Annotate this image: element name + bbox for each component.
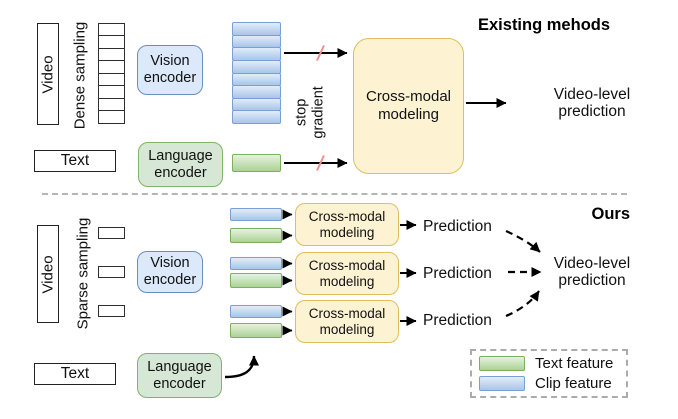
video-level-prediction-top: Video-level prediction — [553, 86, 631, 121]
prediction-label-3: Prediction — [423, 312, 492, 329]
language-encoder-top: Language encoder — [138, 142, 223, 187]
clip-feature-bar — [232, 47, 281, 61]
ours-title: Ours — [591, 205, 630, 223]
text-feature-bar — [230, 228, 282, 243]
clip-feature-bar — [232, 72, 281, 87]
stop-gradient-slash-icon — [316, 155, 325, 171]
clip-feature-bar — [232, 22, 281, 36]
prediction-label-2: Prediction — [423, 265, 492, 282]
dashed-arrow-prediction1-to-videolevel — [505, 229, 541, 253]
section-separator — [42, 193, 627, 195]
video-source-box-top: Video — [37, 23, 59, 125]
legend-label: Text feature — [535, 355, 614, 372]
legend-item-text-feature: Text feature — [479, 355, 619, 372]
video-frame — [98, 266, 125, 278]
clip-feature-bar — [232, 34, 281, 49]
vision-encoder-top: Vision encoder — [137, 45, 203, 95]
video-label-top: Video — [39, 54, 57, 94]
text-label-top: Text — [60, 152, 90, 169]
arrow-language-encoder-to-text-features — [224, 355, 259, 379]
vision-encoder-bottom: Vision encoder — [137, 251, 203, 293]
video-frame — [98, 227, 125, 239]
dense-frame-stack — [98, 23, 125, 124]
cross-modal-box-branch-3: Cross-modal modeling — [295, 300, 399, 343]
cross-modal-box-branch-1: Cross-modal modeling — [295, 203, 399, 246]
clip-feature-bar — [230, 257, 282, 270]
legend-item-clip-feature: Clip feature — [479, 375, 619, 392]
video-frame — [98, 109, 125, 124]
vision-encoder-label-bottom: Vision encoder — [143, 255, 197, 288]
vision-encoder-label-top: Vision encoder — [143, 53, 197, 86]
text-feature-bar — [230, 323, 282, 338]
prediction-label-1: Prediction — [423, 218, 492, 235]
cross-modal-label-top: Cross-modal modeling — [365, 88, 452, 123]
text-feature-swatch-icon — [479, 356, 525, 371]
text-source-box-top: Text — [34, 150, 116, 172]
dashed-arrow-prediction3-to-videolevel — [505, 290, 540, 318]
text-label-bottom: Text — [60, 365, 90, 382]
text-feature-bar — [230, 273, 282, 288]
cross-modal-label-branch-3: Cross-modal modeling — [308, 305, 386, 337]
clip-feature-swatch-icon — [479, 376, 525, 391]
clip-feature-bar — [230, 305, 282, 318]
video-level-prediction-bottom: Video-level prediction — [553, 255, 631, 290]
text-source-box-bottom: Text — [34, 363, 116, 385]
sparse-sampling-label: Sparse sampling — [74, 217, 92, 330]
legend-label: Clip feature — [535, 375, 612, 392]
language-encoder-label-bottom: Language encoder — [147, 358, 212, 392]
text-feature-bar-top — [232, 154, 281, 172]
stop-gradient-label: stop gradient — [293, 86, 327, 139]
clip-feature-bar — [232, 85, 281, 99]
video-label-bottom: Video — [39, 254, 57, 294]
video-source-box-bottom: Video — [37, 225, 59, 323]
cross-modal-label-branch-2: Cross-modal modeling — [308, 257, 386, 289]
clip-feature-bar — [232, 97, 281, 112]
cross-modal-box-branch-2: Cross-modal modeling — [295, 252, 399, 295]
language-encoder-label-top: Language encoder — [148, 147, 213, 181]
language-encoder-bottom: Language encoder — [137, 353, 222, 398]
dense-sampling-label: Dense sampling — [71, 21, 89, 130]
clip-feature-bar — [232, 59, 281, 74]
video-frame — [98, 305, 125, 317]
legend-box: Text feature Clip feature — [470, 349, 628, 398]
cross-modal-box-top: Cross-modal modeling — [353, 38, 464, 174]
cross-modal-label-branch-1: Cross-modal modeling — [308, 208, 386, 240]
clip-feature-bar — [232, 110, 281, 124]
existing-methods-title: Existing mehods — [478, 16, 611, 34]
clip-feature-stack — [232, 22, 281, 124]
sparse-frame-stack — [98, 227, 125, 317]
stop-gradient-slash-icon — [316, 45, 325, 61]
clip-feature-bar — [230, 208, 282, 221]
